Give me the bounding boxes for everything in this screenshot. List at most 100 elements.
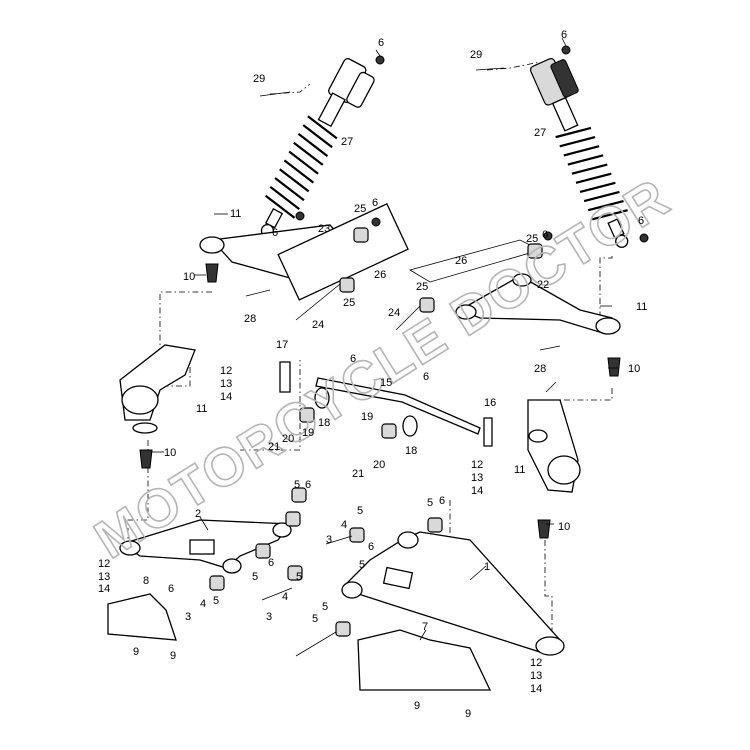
part-label-6: 6 [350,353,356,365]
part-label-5: 5 [357,505,363,517]
right-lower-a-arm [341,531,565,656]
part-label-6: 6 [268,557,274,569]
part-label-28: 28 [534,363,546,375]
part-label-5: 5 [322,601,328,613]
ball-joints [139,263,621,539]
part-label-9: 9 [133,646,139,658]
part-label-6: 6 [378,37,384,49]
part-label-16: 16 [484,397,496,409]
stabilizer-bar [279,361,493,447]
part-label-4: 4 [282,591,288,603]
part-label-27: 27 [534,127,546,139]
part-label-1: 1 [484,561,490,573]
left-shock-absorber [260,58,375,238]
part-label-5: 5 [213,595,219,607]
part-label-4: 4 [200,598,206,610]
part-label-20: 20 [282,433,294,445]
part-label-20: 20 [373,459,385,471]
part-label-14: 14 [220,391,232,403]
part-label-11: 11 [230,208,241,220]
part-label-5: 5 [312,613,318,625]
part-label-5: 5 [359,559,365,571]
part-label-19: 19 [302,427,314,439]
leader-lines [152,37,618,641]
part-label-5: 5 [252,571,258,583]
part-label-6: 6 [305,479,311,491]
part-label-6: 6 [372,197,378,209]
part-label-13: 13 [98,571,110,583]
part-label-6: 6 [423,371,429,383]
part-label-3: 3 [266,611,272,623]
part-label-29: 29 [470,49,482,61]
part-label-21: 21 [352,468,364,480]
part-label-6: 6 [638,215,644,227]
part-label-27: 27 [341,136,353,148]
part-label-6: 6 [439,495,445,507]
part-label-12: 12 [98,558,110,570]
part-label-12: 12 [471,459,483,471]
left-upper-a-arm [199,202,409,301]
part-label-8: 8 [143,575,149,587]
part-label-12: 12 [530,657,542,669]
part-label-11: 11 [636,301,647,313]
part-label-6: 6 [368,541,374,553]
part-label-15: 15 [380,377,392,389]
part-label-10: 10 [164,447,176,459]
part-label-6: 6 [542,229,548,241]
part-label-22: 22 [537,279,549,291]
part-label-24: 24 [312,319,324,331]
part-label-2: 2 [195,508,201,520]
right-shock-absorber [529,58,629,248]
part-label-10: 10 [628,363,640,375]
part-label-3: 3 [185,611,191,623]
part-label-10: 10 [183,271,195,283]
part-label-24: 24 [388,307,400,319]
part-label-25: 25 [354,203,366,215]
part-label-17: 17 [276,339,288,351]
part-label-29: 29 [253,73,265,85]
part-label-25: 25 [526,233,538,245]
hardware-small-parts [209,45,649,657]
part-label-7: 7 [422,621,428,633]
part-label-14: 14 [530,683,542,695]
part-label-25: 25 [416,281,428,293]
part-label-10: 10 [558,521,570,533]
part-label-5: 5 [427,497,433,509]
part-label-25: 25 [343,297,355,309]
part-label-11: 11 [196,403,207,415]
part-label-14: 14 [98,583,110,595]
part-label-18: 18 [405,445,417,457]
part-label-18: 18 [318,417,330,429]
part-label-12: 12 [220,365,232,377]
left-steering-knuckle [119,344,196,434]
part-label-6: 6 [561,29,567,41]
part-label-26: 26 [374,269,386,281]
part-label-19: 19 [361,411,373,423]
part-label-13: 13 [471,472,483,484]
right-guard-plate [357,629,492,691]
part-label-6: 6 [272,227,278,239]
part-label-13: 13 [530,670,542,682]
part-label-9: 9 [465,708,471,720]
right-steering-knuckle [527,399,581,493]
part-number-labels: 6 6 29 29 27 27 11 6 23 25 6 10 26 25 28… [98,29,647,720]
part-label-9: 9 [170,650,176,662]
left-guard-plate [107,593,177,641]
part-label-6: 6 [168,583,174,595]
part-label-11: 11 [514,464,525,476]
part-label-4: 4 [341,519,347,531]
part-label-3: 3 [326,534,332,546]
part-label-14: 14 [471,485,483,497]
part-label-23: 23 [318,223,330,235]
part-label-5: 5 [296,571,302,583]
assembly-guide-lines [127,61,613,650]
part-label-28: 28 [244,313,256,325]
part-label-9: 9 [414,700,420,712]
part-label-21: 21 [268,441,280,453]
part-label-13: 13 [220,378,232,390]
part-label-26: 26 [455,255,467,267]
left-lower-a-arm [119,519,292,574]
part-label-5: 5 [294,479,300,491]
